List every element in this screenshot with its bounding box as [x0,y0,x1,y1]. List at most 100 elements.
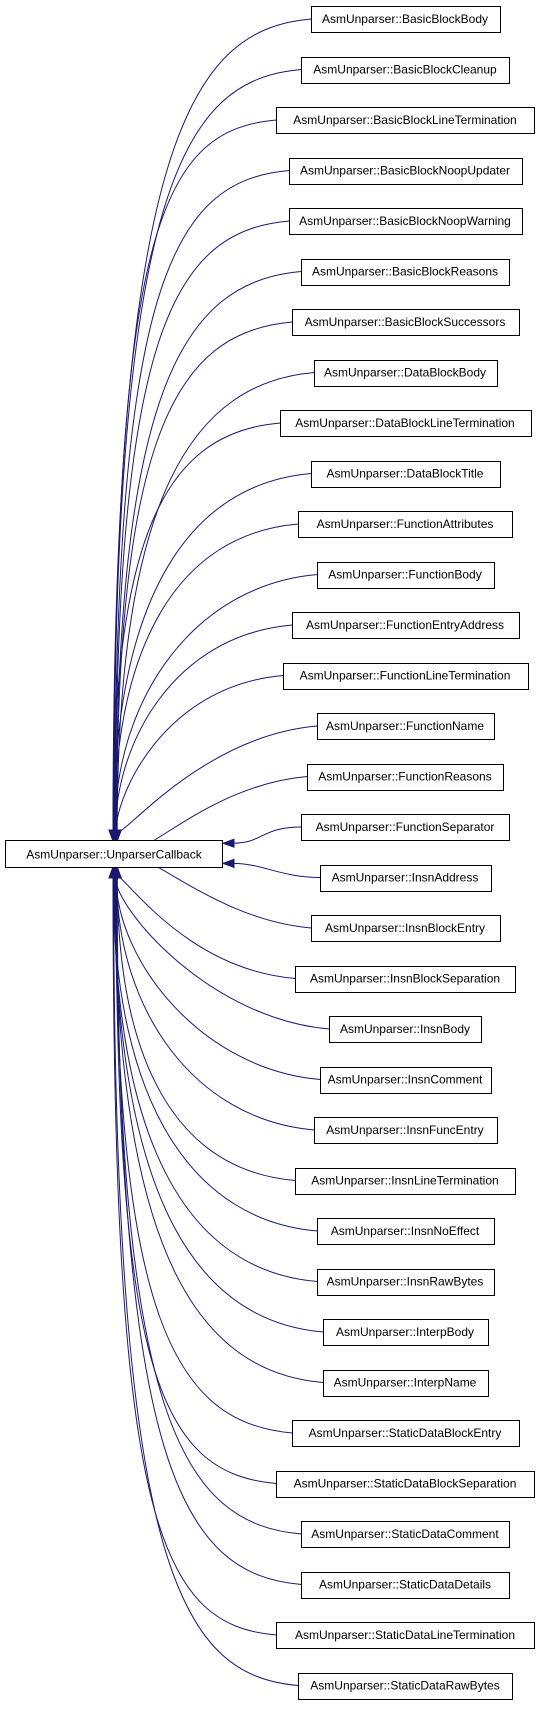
node-label: AsmUnparser::StaticDataComment [311,1527,499,1541]
node-function-body[interactable]: AsmUnparser::FunctionBody [317,562,495,589]
node-box [317,1218,495,1245]
node-data-block-title[interactable]: AsmUnparser::DataBlockTitle [311,461,501,488]
node-label: AsmUnparser::InterpBody [336,1325,474,1339]
node-function-line-termination[interactable]: AsmUnparser::FunctionLineTermination [283,663,529,690]
node-box [280,410,532,437]
node-data-block-body[interactable]: AsmUnparser::DataBlockBody [314,360,498,387]
node-label: AsmUnparser::FunctionReasons [318,770,491,784]
edge-basic-block-noop-warning [114,220,290,832]
node-box [329,1016,482,1043]
edge-insn-raw-bytes [113,876,318,1282]
edge-static-data-raw-bytes [113,876,299,1686]
arrowhead-function-separator [221,838,235,848]
node-static-data-line-termination[interactable]: AsmUnparser::StaticDataLineTermination [276,1622,535,1649]
node-function-attributes[interactable]: AsmUnparser::FunctionAttributes [298,511,513,538]
arrowhead-insn-address [221,858,235,869]
node-basic-block-body[interactable]: AsmUnparser::BasicBlockBody [311,6,501,33]
root-node-unparser-callback[interactable]: AsmUnparser::UnparserCallback [5,840,223,868]
node-label: AsmUnparser::FunctionEntryAddress [306,618,504,632]
node-label: AsmUnparser::FunctionSeparator [316,820,495,834]
node-label: AsmUnparser::FunctionBody [328,568,481,582]
node-insn-func-entry[interactable]: AsmUnparser::InsnFuncEntry [314,1117,498,1144]
node-label: AsmUnparser::InsnBody [340,1022,470,1036]
node-box [276,1622,535,1649]
node-label: AsmUnparser::FunctionName [326,719,484,733]
node-box [298,511,513,538]
node-basic-block-cleanup[interactable]: AsmUnparser::BasicBlockCleanup [301,57,510,84]
node-insn-no-effect[interactable]: AsmUnparser::InsnNoEffect [317,1218,495,1245]
node-box [301,1572,510,1599]
edge-interp-body [113,876,324,1333]
node-static-data-details[interactable]: AsmUnparser::StaticDataDetails [301,1572,510,1599]
node-box [323,1370,489,1397]
node-insn-block-separation[interactable]: AsmUnparser::InsnBlockSeparation [295,966,516,993]
node-label: AsmUnparser::InsnComment [328,1073,483,1087]
arrowhead-static-data-raw-bytes [108,865,119,879]
node-label: AsmUnparser::InsnBlockEntry [325,921,485,935]
edge-static-data-details [116,876,302,1585]
node-basic-block-line-termination[interactable]: AsmUnparser::BasicBlockLineTermination [276,107,535,134]
node-basic-block-noop-warning[interactable]: AsmUnparser::BasicBlockNoopWarning [289,208,523,235]
edge-insn-no-effect [112,876,318,1232]
node-label: AsmUnparser::StaticDataBlockEntry [309,1426,502,1440]
node-static-data-block-separation[interactable]: AsmUnparser::StaticDataBlockSeparation [276,1471,535,1498]
node-box [301,814,510,841]
node-insn-line-termination[interactable]: AsmUnparser::InsnLineTermination [295,1168,516,1195]
node-label: AsmUnparser::FunctionLineTermination [300,669,511,683]
node-box [283,663,529,690]
node-function-entry-address[interactable]: AsmUnparser::FunctionEntryAddress [292,612,520,639]
node-basic-block-successors[interactable]: AsmUnparser::BasicBlockSuccessors [292,309,520,336]
node-box [311,915,501,942]
node-label: AsmUnparser::BasicBlockNoopUpdater [300,164,510,178]
node-label: AsmUnparser::StaticDataDetails [319,1578,491,1592]
node-function-name[interactable]: AsmUnparser::FunctionName [317,713,495,740]
arrowhead-function-reasons [112,829,122,843]
node-box [314,360,498,387]
node-function-reasons[interactable]: AsmUnparser::FunctionReasons [307,764,504,791]
edge-data-block-body [116,372,315,832]
edge-insn-func-entry [116,876,315,1131]
node-static-data-comment[interactable]: AsmUnparser::StaticDataComment [301,1521,510,1548]
node-box [314,1117,498,1144]
node-label: AsmUnparser::FunctionAttributes [317,517,494,531]
node-label: AsmUnparser::InterpName [334,1376,477,1390]
node-insn-address[interactable]: AsmUnparser::InsnAddress [320,865,492,892]
edge-insn-address [232,862,321,878]
node-box [323,1319,489,1346]
node-box [276,107,535,134]
node-box [311,461,501,488]
node-static-data-raw-bytes[interactable]: AsmUnparser::StaticDataRawBytes [298,1673,513,1700]
node-insn-raw-bytes[interactable]: AsmUnparser::InsnRawBytes [317,1269,495,1296]
node-data-block-line-termination[interactable]: AsmUnparser::DataBlockLineTermination [280,410,532,437]
node-function-separator[interactable]: AsmUnparser::FunctionSeparator [301,814,510,841]
node-label: AsmUnparser::InsnFuncEntry [326,1123,483,1137]
node-label: AsmUnparser::StaticDataRawBytes [310,1679,499,1693]
node-interp-name[interactable]: AsmUnparser::InterpName [323,1370,489,1397]
node-insn-body[interactable]: AsmUnparser::InsnBody [329,1016,482,1043]
node-box [292,612,520,639]
edge-basic-block-successors [116,321,293,832]
node-box [301,1521,510,1548]
node-label: AsmUnparser::BasicBlockReasons [312,265,498,279]
node-label: AsmUnparser::DataBlockLineTermination [295,416,514,430]
edge-data-block-title [113,473,312,832]
node-basic-block-reasons[interactable]: AsmUnparser::BasicBlockReasons [301,259,510,286]
node-box [292,1420,520,1447]
edge-function-body [114,574,318,832]
node-interp-body[interactable]: AsmUnparser::InterpBody [323,1319,489,1346]
edge-function-entry-address [114,624,293,832]
node-label: AsmUnparser::StaticDataBlockSeparation [294,1477,517,1491]
node-basic-block-noop-updater[interactable]: AsmUnparser::BasicBlockNoopUpdater [289,158,523,185]
node-box [289,158,523,185]
node-label: AsmUnparser::InsnRawBytes [327,1275,484,1289]
node-box [317,562,495,589]
node-insn-comment[interactable]: AsmUnparser::InsnComment [320,1067,492,1094]
node-box [276,1471,535,1498]
node-static-data-block-entry[interactable]: AsmUnparser::StaticDataBlockEntry [292,1420,520,1447]
node-box [307,764,504,791]
node-label: AsmUnparser::BasicBlockLineTermination [293,113,516,127]
edges [108,18,330,1686]
root-node-box [5,840,223,868]
edge-static-data-line-termination [112,876,277,1636]
node-insn-block-entry[interactable]: AsmUnparser::InsnBlockEntry [311,915,501,942]
